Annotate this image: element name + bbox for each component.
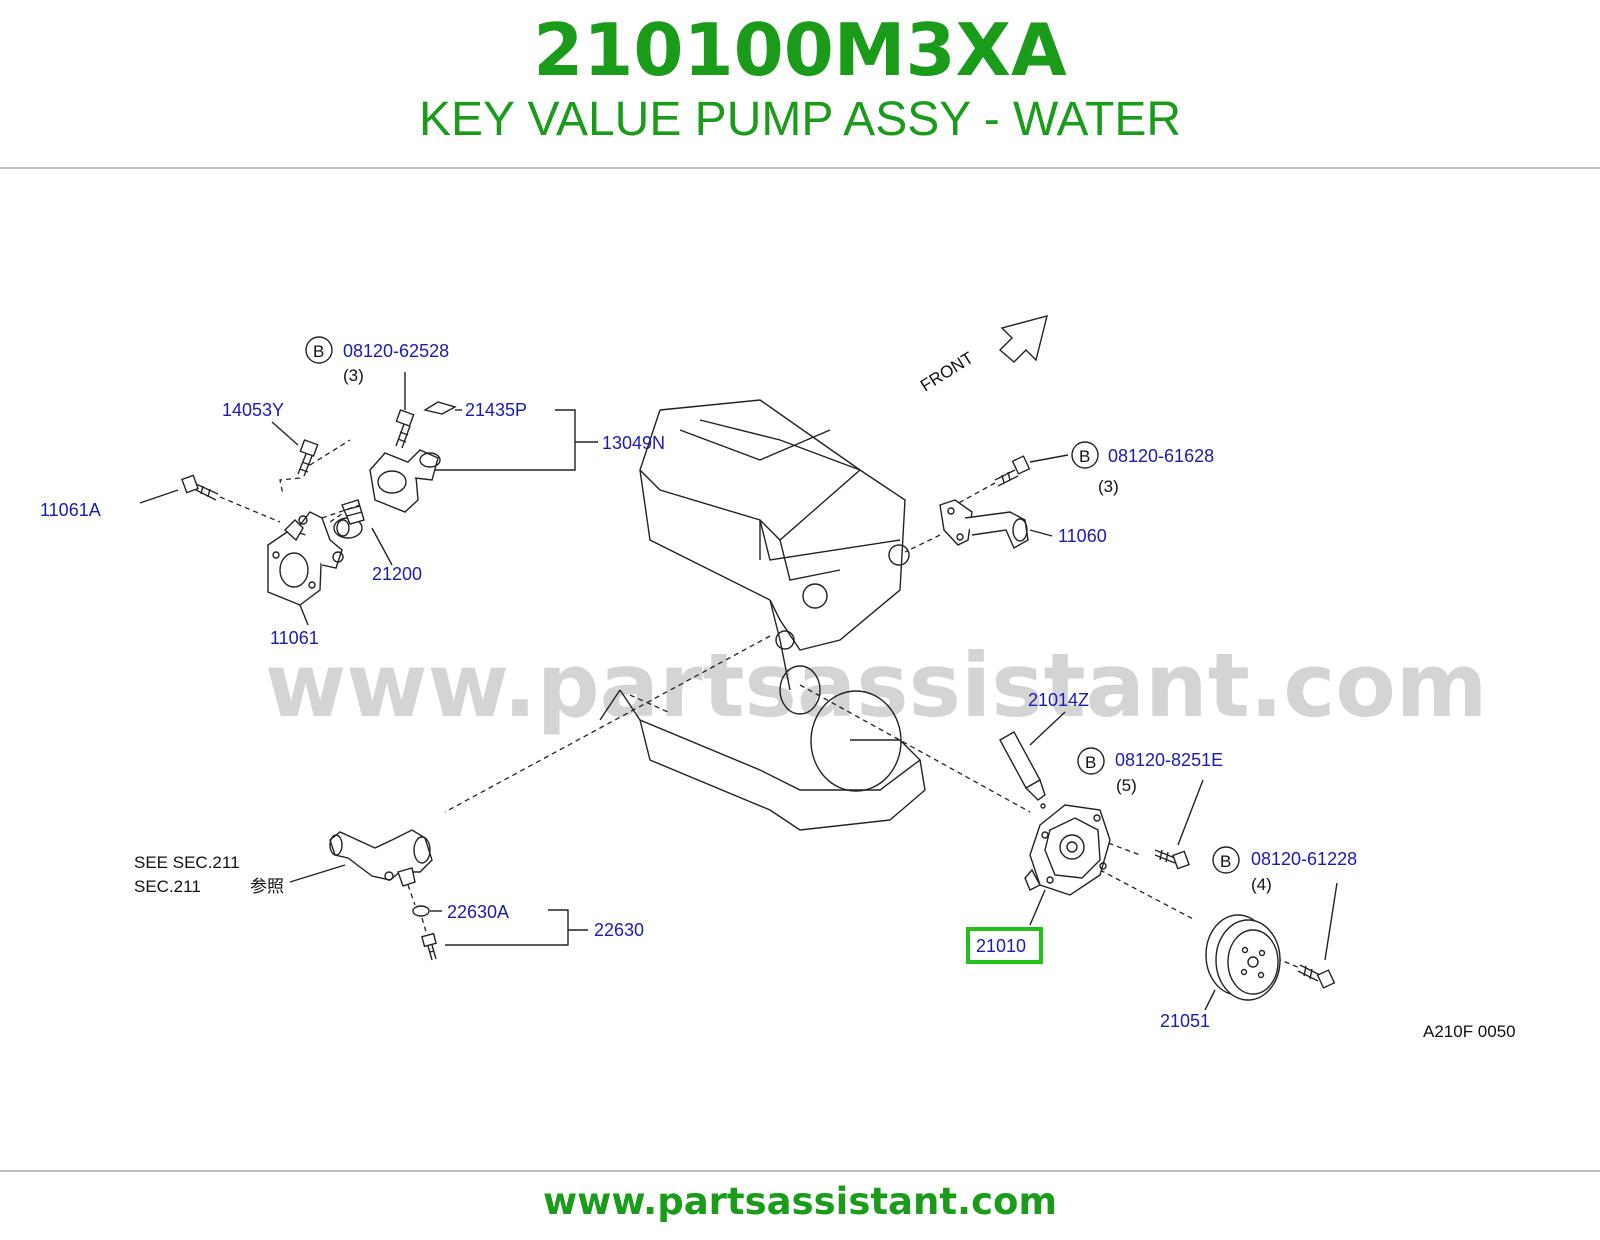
pulley-21051 (1205, 914, 1281, 1001)
gasket-21435P-icon (423, 401, 457, 415)
qty-08120-62528: (3) (343, 366, 364, 385)
washer-22630A-icon (412, 905, 430, 917)
bolt-symbol-icon (1077, 747, 1105, 775)
label-22630[interactable]: 22630 (594, 920, 644, 940)
bolt-symbol-icon (1212, 846, 1240, 874)
see-reference-kanji: 参照 (250, 877, 284, 896)
label-11061A[interactable]: 11061A (40, 500, 101, 520)
bolt-14053Y (297, 439, 319, 477)
bolt-symbol-letter: B (313, 342, 324, 361)
thermostat-housing-11061 (267, 511, 344, 606)
label-13049N[interactable]: 13049N (602, 433, 665, 453)
front-direction-indicator: FRONT (917, 315, 1048, 395)
see-reference-line2: SEC.211 (134, 877, 201, 896)
liquid-gasket-21014Z (999, 731, 1046, 809)
bolt-symbol-letter: B (1220, 852, 1231, 871)
label-11060[interactable]: 11060 (1058, 526, 1107, 546)
temperature-sensor-22630 (421, 932, 437, 961)
label-14053Y[interactable]: 14053Y (222, 400, 284, 420)
bolt-08120-61228 (1297, 964, 1336, 989)
qty-08120-61628: (3) (1098, 477, 1119, 496)
water-pipe-group: SEE SEC.211 SEC.211 参照 22630A 22630 (134, 829, 644, 961)
footer-divider (0, 1170, 1600, 1172)
thermostat-housing-group: B 08120-62528 (3) 21435P 13049N 14053Y (40, 336, 665, 648)
water-pump-group: 21014Z B 08120-8251E (5) (444, 635, 1357, 1031)
label-08120-61228[interactable]: 08120-61228 (1251, 849, 1357, 869)
label-21010[interactable]: 21010 (976, 936, 1026, 956)
label-22630A[interactable]: 22630A (447, 902, 509, 922)
front-arrow-icon (998, 315, 1048, 363)
footer-url[interactable]: www.partsassistant.com (542, 1180, 1057, 1223)
qty-08120-61228: (4) (1251, 875, 1272, 894)
header-divider (0, 167, 1600, 169)
water-outlet-13049N (369, 449, 441, 513)
bolt-08120-62528 (395, 409, 415, 449)
label-21014Z[interactable]: 21014Z (1028, 690, 1089, 710)
part-number: 210100M3XA (533, 8, 1067, 92)
label-08120-61628[interactable]: 08120-61628 (1108, 446, 1214, 466)
water-inlet-11060 (939, 499, 1029, 549)
qty-08120-8251E: (5) (1116, 776, 1137, 795)
front-label: FRONT (917, 348, 977, 395)
bolt-symbol-icon (1071, 441, 1099, 469)
bolt-08120-61628 (994, 455, 1031, 487)
label-11061[interactable]: 11061 (270, 628, 319, 648)
label-08120-62528[interactable]: 08120-62528 (343, 341, 449, 361)
label-21051[interactable]: 21051 (1160, 1011, 1210, 1031)
diagram-code: A210F 0050 (1423, 1022, 1516, 1041)
label-21435P[interactable]: 21435P (465, 400, 527, 420)
label-21200[interactable]: 21200 (372, 564, 422, 584)
highlighted-part-box (966, 927, 1043, 964)
bolt-11061A (181, 474, 219, 501)
bolt-symbol-icon (305, 336, 333, 364)
bolt-08120-8251E (1154, 849, 1190, 870)
label-08120-8251E[interactable]: 08120-8251E (1115, 750, 1223, 770)
watermark-text: www.partsassistant.com (265, 634, 1488, 737)
bolt-symbol-letter: B (1079, 447, 1090, 466)
see-reference-line1: SEE SEC.211 (134, 853, 240, 872)
water-pump-21010 (1024, 804, 1111, 896)
water-inlet-group: B 08120-61628 (3) 11060 (904, 441, 1214, 553)
water-pipe-illustration (329, 829, 433, 887)
page-header: 210100M3XA KEY VALUE PUMP ASSY - WATER (0, 0, 1600, 170)
engine-block-illustration (599, 399, 926, 831)
bolt-symbol-letter: B (1085, 753, 1096, 772)
part-name: KEY VALUE PUMP ASSY - WATER (418, 93, 1182, 146)
